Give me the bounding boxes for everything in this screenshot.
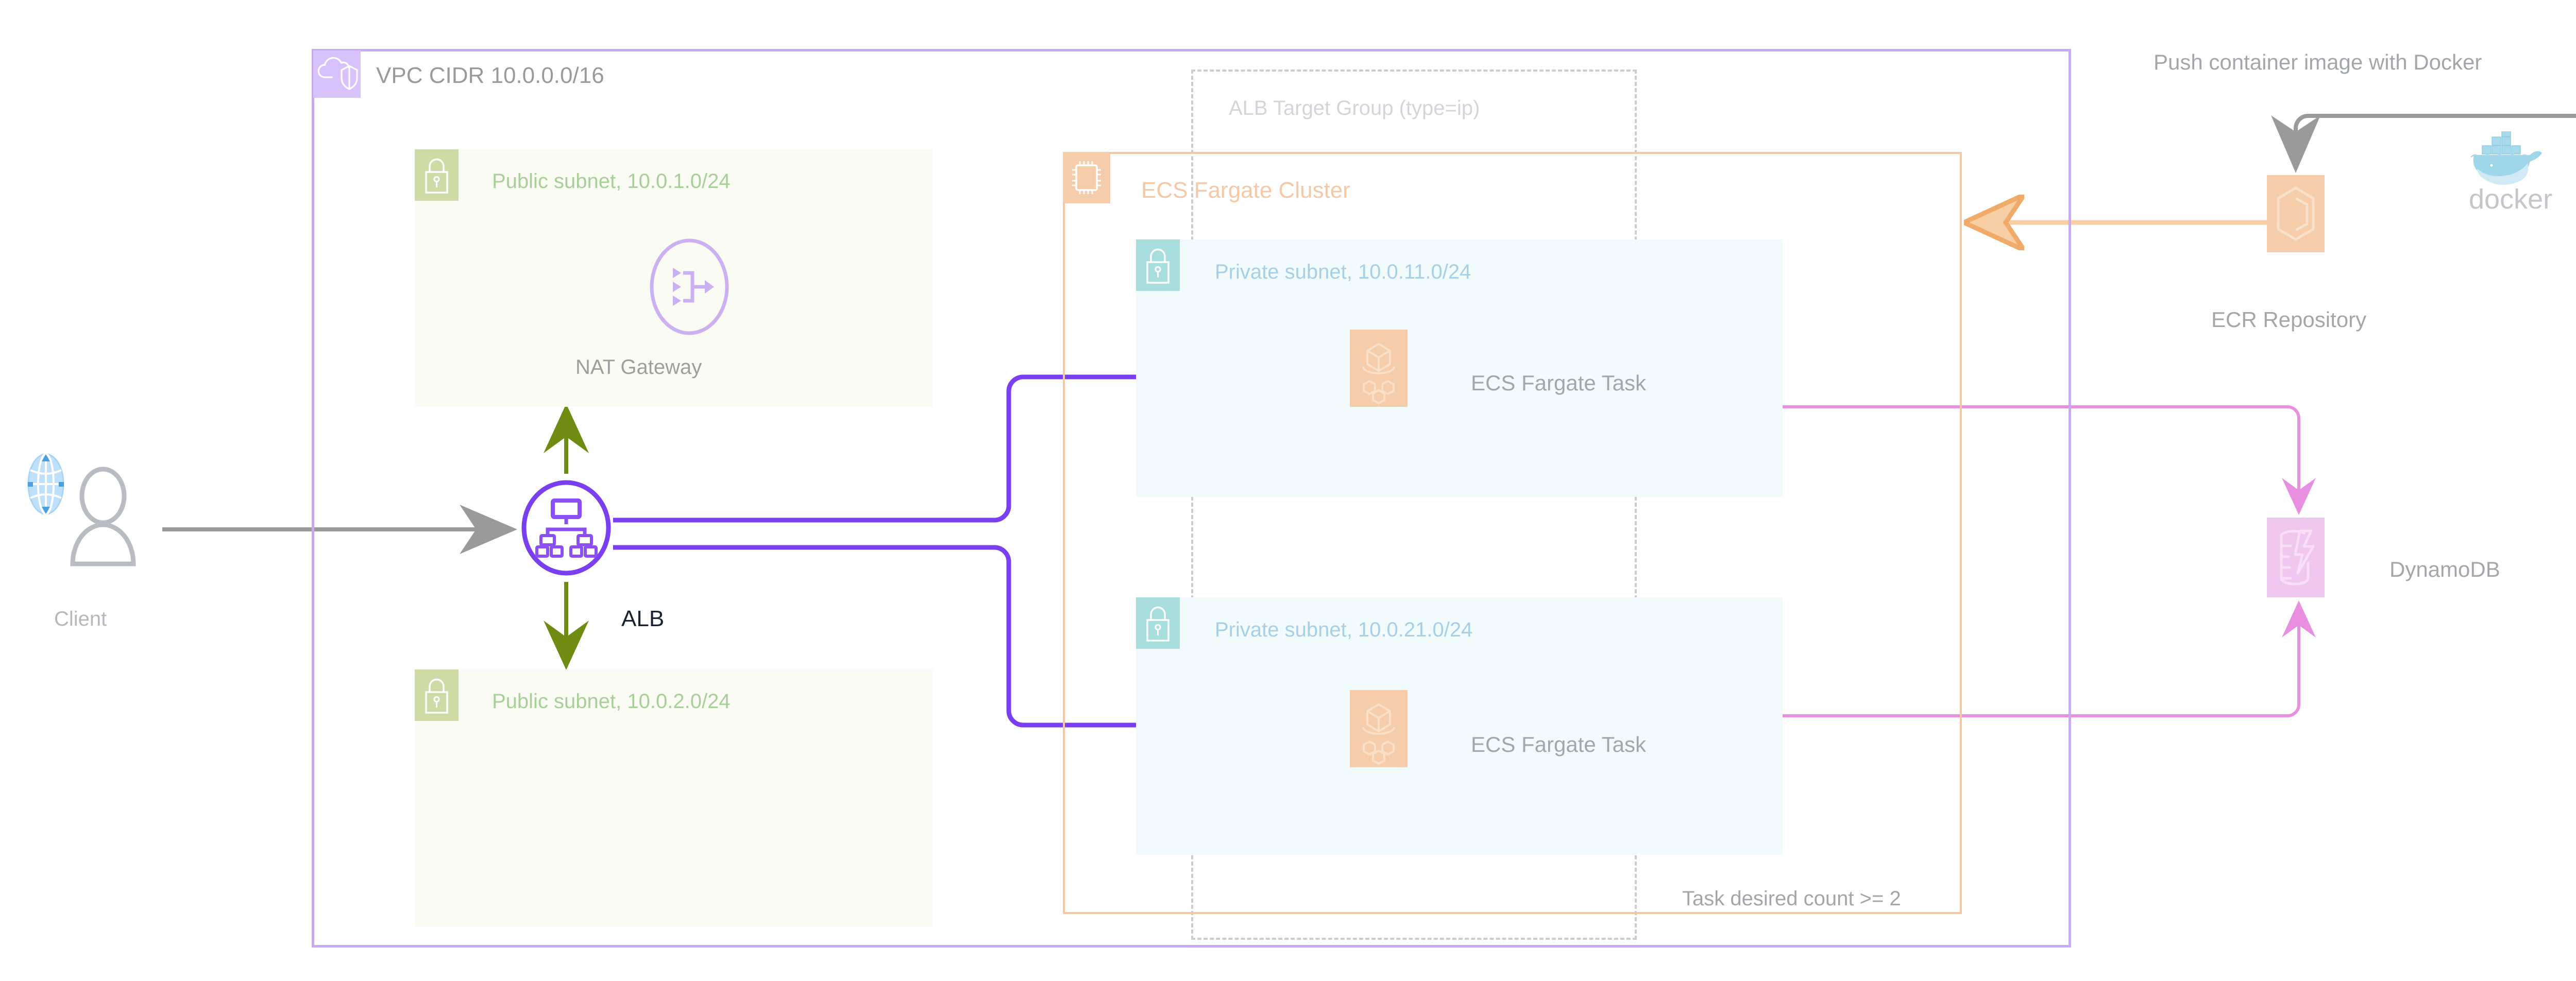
chip-icon (1063, 152, 1110, 203)
globe-icon (21, 453, 71, 515)
vpc-container (312, 49, 2071, 948)
private-subnet-2 (1136, 597, 1783, 855)
nat-gateway-icon[interactable] (648, 238, 731, 336)
alb-target-group-label: ALB Target Group (type=ip) (1229, 97, 1480, 119)
lock-icon (415, 149, 459, 201)
docker-whale-icon: docker (2468, 129, 2558, 215)
lock-icon (1136, 239, 1180, 291)
ecr-repository-label: ECR Repository (2211, 307, 2367, 332)
container-task-icon[interactable] (1350, 690, 1408, 767)
fargate-task-2-label: ECS Fargate Task (1471, 732, 1647, 756)
vpc-cloud-shield-icon (313, 50, 361, 98)
person-icon (64, 466, 142, 566)
push-image-annotation: Push container image with Docker (2154, 50, 2482, 74)
dynamodb-label: DynamoDB (2389, 557, 2500, 581)
lock-icon (1136, 597, 1180, 649)
alb-target-group-container (1191, 70, 1637, 940)
private-subnet-1 (1136, 239, 1783, 497)
ecr-cube-icon[interactable] (2267, 175, 2325, 252)
container-task-icon[interactable] (1350, 330, 1408, 407)
ecs-fargate-cluster-label: ECS Fargate Cluster (1141, 178, 1350, 203)
public-subnet-2-label: Public subnet, 10.0.2.0/24 (492, 690, 731, 713)
public-subnet-2 (415, 669, 933, 927)
vpc-label: VPC CIDR 10.0.0.0/16 (376, 63, 604, 88)
client-label: Client (54, 608, 107, 630)
dynamodb-bolt-icon[interactable] (2267, 518, 2325, 597)
ecs-fargate-cluster-container (1063, 152, 1962, 914)
public-subnet-1-label: Public subnet, 10.0.1.0/24 (492, 170, 731, 193)
load-balancer-icon[interactable] (520, 479, 612, 577)
lock-icon (415, 669, 459, 721)
task-desired-count-annotation: Task desired count >= 2 (1682, 887, 1901, 910)
alb-label: ALB (621, 606, 665, 631)
fargate-task-1-label: ECS Fargate Task (1471, 371, 1647, 395)
private-subnet-2-label: Private subnet, 10.0.21.0/24 (1215, 618, 1473, 641)
private-subnet-1-label: Private subnet, 10.0.11.0/24 (1215, 261, 1471, 283)
nat-gateway-label: NAT Gateway (575, 356, 702, 378)
public-subnet-1 (415, 149, 933, 407)
svg-text:docker: docker (2469, 184, 2552, 214)
